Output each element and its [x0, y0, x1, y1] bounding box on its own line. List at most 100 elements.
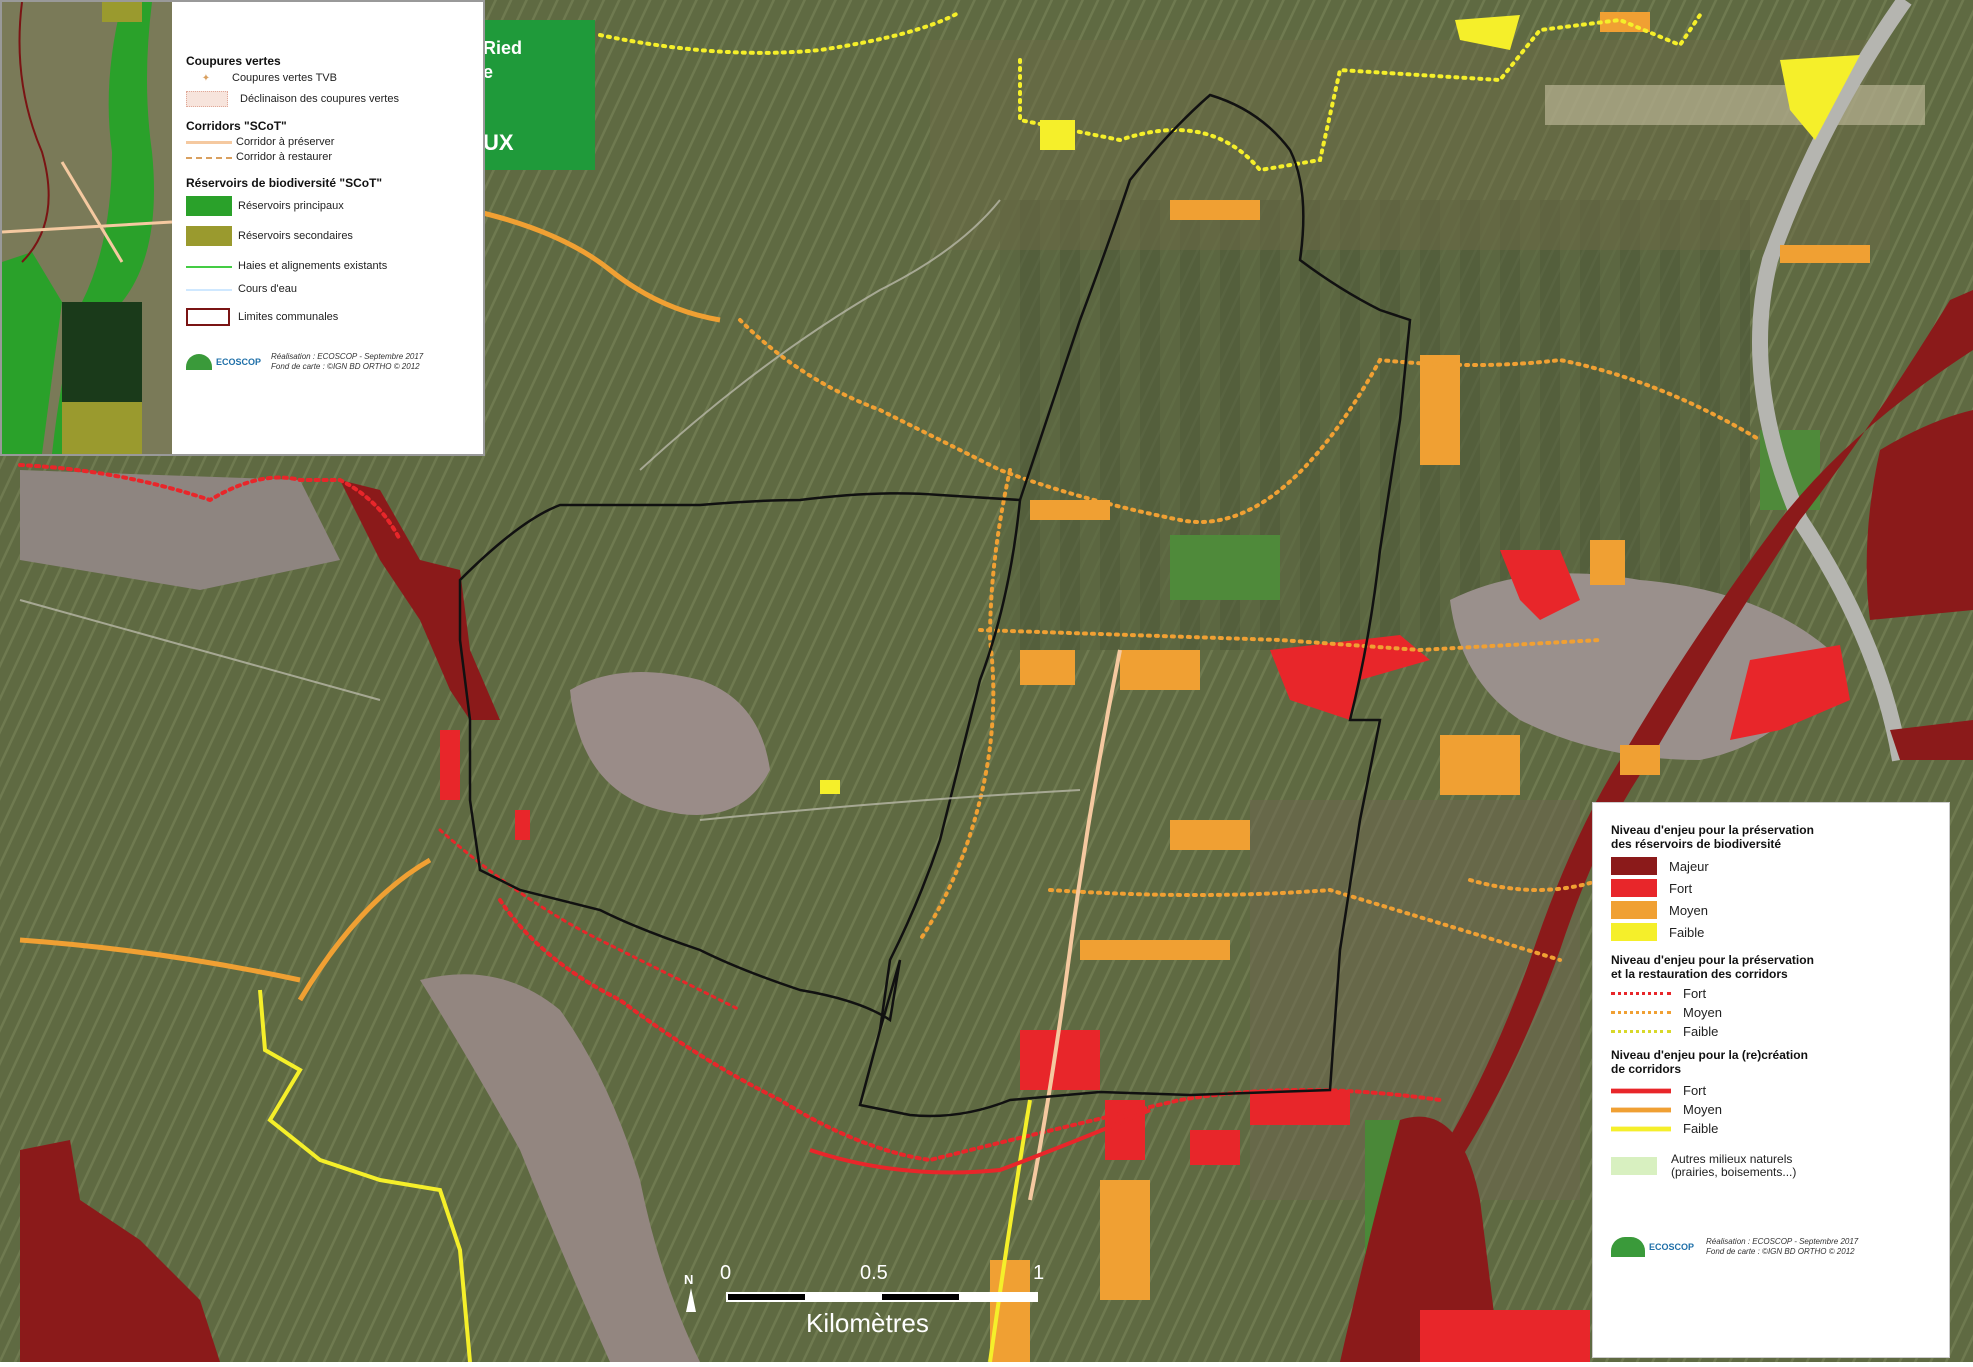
legend-recreation-title: Niveau d'enjeu pour la (re)création	[1611, 1048, 1808, 1062]
field-strip	[1545, 85, 1925, 125]
reservoir-moyen	[1080, 940, 1230, 960]
corridor-moyen	[738, 318, 1762, 524]
reservoir-fort	[440, 730, 460, 800]
fill-swatch	[1611, 879, 1657, 897]
legend-limites: Limites communales	[186, 308, 482, 326]
fill-swatch	[1611, 923, 1657, 941]
legend-corridor-moyen: Moyen	[1611, 1006, 1941, 1019]
reservoir-majeur-east	[1866, 410, 1973, 620]
scale-bar-graphic	[726, 1292, 1038, 1302]
scale-unit: Kilomètres	[806, 1308, 929, 1338]
legend-coupures-title: Coupures vertes	[186, 54, 281, 68]
reservoir-fort	[1420, 1310, 1590, 1362]
line-swatch	[186, 288, 232, 291]
reservoir-moyen	[1170, 820, 1250, 850]
north-arrow-label: N	[684, 1272, 694, 1287]
reservoir-majeur-southwest	[20, 1140, 220, 1362]
dash-swatch	[1611, 1011, 1671, 1014]
reservoir-moyen	[1620, 745, 1660, 775]
legend-fort: Fort	[1611, 879, 1941, 897]
fill-swatch	[186, 196, 232, 216]
line-swatch	[1611, 1125, 1671, 1132]
legend-reservoirs-enjeu-title-2: des réservoirs de biodiversité	[1611, 837, 1782, 851]
recreation-moyen	[19, 937, 301, 983]
reservoir-faible	[820, 780, 840, 794]
legend-reservoirs-principaux: Réservoirs principaux	[186, 196, 482, 216]
reservoir-moyen	[1590, 540, 1625, 585]
outline-swatch	[186, 308, 230, 326]
legend-corridor-preserver: Corridor à préserver	[186, 136, 482, 149]
line-swatch	[186, 141, 232, 144]
reservoir-moyen	[1100, 1180, 1150, 1300]
legend-top-footer: ECOSCOP Réalisation : ECOSCOP - Septembr…	[186, 352, 482, 372]
corridor-moyen	[1048, 887, 1562, 962]
map-label-ried: Ried	[483, 38, 523, 58]
legend-corridor-fort: Fort	[1611, 987, 1941, 1000]
village-center	[570, 672, 770, 815]
legend-corridor-faible: Faible	[1611, 1025, 1941, 1038]
reservoir-fort	[1250, 1090, 1350, 1125]
reservoir-moyen	[1030, 500, 1110, 520]
line-swatch	[1611, 1106, 1671, 1113]
map-label-ux: UX	[483, 130, 514, 155]
recreation-moyen	[1028, 649, 1122, 1201]
recreation-fort	[809, 1108, 1151, 1175]
dash-swatch	[1611, 992, 1671, 995]
reservoir-fort	[1020, 1030, 1100, 1090]
legend-top-credits: Réalisation : ECOSCOP - Septembre 2017 F…	[271, 352, 424, 371]
ecoscop-logo: ECOSCOP	[186, 354, 261, 370]
logo-icon	[1611, 1237, 1645, 1257]
commune-boundary	[878, 499, 1022, 1031]
dash-swatch	[186, 156, 232, 159]
legend-reservoirs-enjeu-title: Niveau d'enjeu pour la préservation	[1611, 823, 1814, 837]
reservoir-majeur-south	[1340, 1116, 1500, 1362]
logo-icon	[186, 354, 212, 370]
recreation-faible	[258, 989, 472, 1363]
reservoir-faible	[1780, 55, 1860, 140]
legend-majeur: Majeur	[1611, 857, 1941, 875]
village-west	[20, 470, 340, 590]
reservoir-moyen	[1170, 200, 1260, 220]
legend-declinaison: Déclinaison des coupures vertes	[186, 91, 482, 107]
green-label-box	[470, 20, 595, 170]
corridor-moyen	[1468, 878, 1602, 892]
reservoir-faible	[1455, 15, 1520, 50]
legend-bottom-footer: ECOSCOP Réalisation : ECOSCOP - Septembr…	[1611, 1237, 1941, 1257]
corridor-fort	[438, 828, 742, 1012]
reservoir-faible	[1040, 120, 1075, 150]
reservoir-fort	[1730, 645, 1850, 740]
corridor-fort	[18, 463, 402, 542]
line-swatch	[186, 265, 232, 268]
legend-recreation-fort: Fort	[1611, 1084, 1941, 1097]
fill-swatch	[186, 226, 232, 246]
reservoir-fort	[515, 810, 530, 840]
fill-swatch	[1611, 901, 1657, 919]
reservoir-majeur-east	[1890, 720, 1973, 760]
reservoir-fort	[1270, 635, 1430, 720]
reservoir-moyen	[1420, 355, 1460, 465]
recreation-moyen	[469, 207, 721, 323]
reservoir-fort	[1500, 550, 1580, 620]
line-swatch	[1611, 1087, 1671, 1094]
recreation-moyen	[297, 857, 432, 1002]
scale-tick-05: 0.5	[860, 1262, 888, 1284]
dot-icon: ✦	[201, 73, 211, 84]
legend-autres-milieux: Autres milieux naturels (prairies, boise…	[1611, 1153, 1941, 1179]
scale-tick-0: 0	[720, 1262, 732, 1284]
legend-faible: Faible	[1611, 923, 1941, 941]
highway	[1752, 0, 1912, 762]
corridor-faible	[598, 10, 962, 55]
legend-bottom-credits: Réalisation : ECOSCOP - Septembre 2017 F…	[1706, 1237, 1859, 1256]
green-field	[1170, 535, 1280, 600]
dash-swatch	[1611, 1030, 1671, 1033]
reservoir-moyen	[1780, 245, 1870, 263]
commune-boundary	[458, 93, 1412, 1118]
ecoscop-logo: ECOSCOP	[1611, 1237, 1694, 1257]
reservoir-moyen	[1120, 650, 1200, 690]
legend-haies: Haies et alignements existants	[186, 260, 482, 273]
fill-swatch	[1611, 1157, 1657, 1175]
inset-map	[2, 2, 178, 454]
corridor-moyen	[978, 628, 1602, 653]
